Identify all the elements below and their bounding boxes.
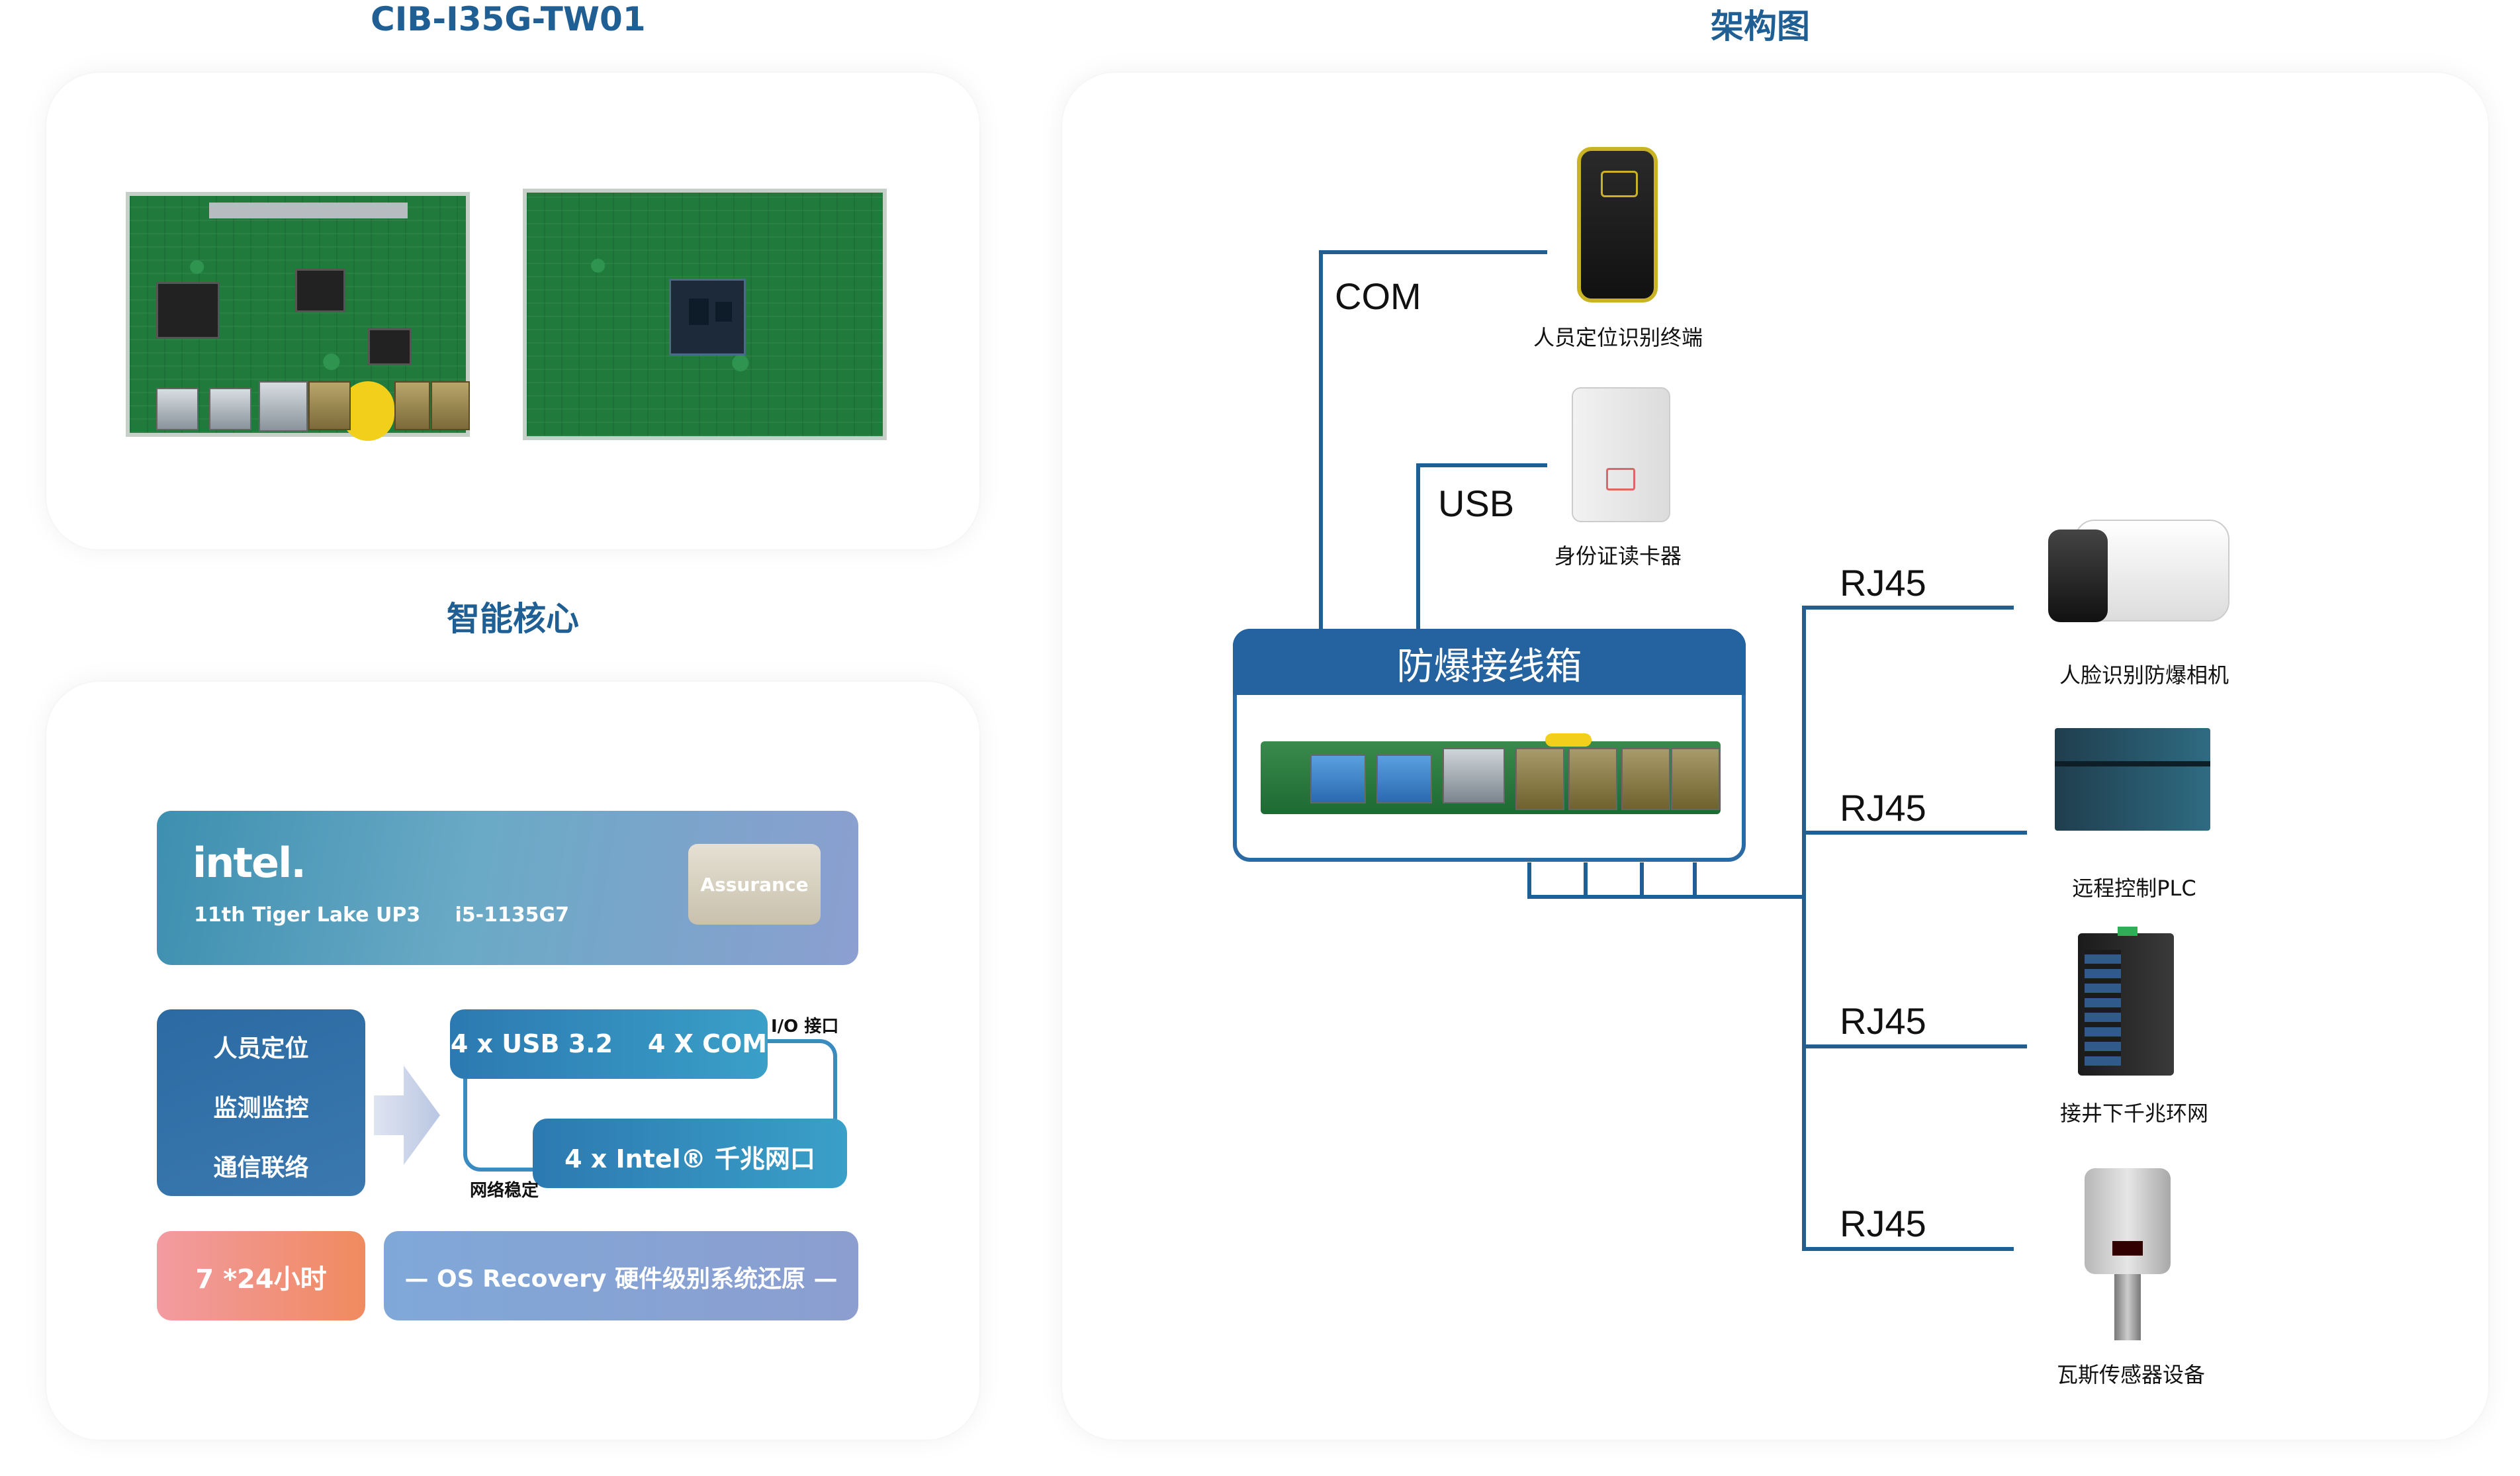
bus-line-vertical [1802, 606, 1806, 1251]
architecture-title: 架构图 [1711, 7, 1810, 46]
hub-port-line [1640, 862, 1644, 899]
locator-terminal-label: 人员定位识别终端 [1533, 325, 1703, 350]
recovery-box [384, 1231, 858, 1320]
function-box [157, 1009, 365, 1196]
com-line-vertical [1319, 250, 1323, 631]
assurance-badge [688, 844, 821, 925]
camera-image [2048, 520, 2229, 629]
com-label: COM [1335, 275, 1421, 317]
bus-line-h3 [1802, 1044, 2027, 1048]
ring-switch-label: 接井下千兆环网 [2059, 1101, 2208, 1126]
io-ports-label: 4 x USB 3.2 4 X COM [450, 1029, 768, 1058]
bus-line-h2 [1802, 831, 2027, 835]
plc-label: 远程控制PLC [2072, 876, 2196, 901]
function-item: 人员定位 [213, 1035, 309, 1062]
bus-line-h4 [1802, 1247, 2014, 1251]
io-tag: I/O 接口 [771, 1017, 839, 1037]
rj45-label: RJ45 [1840, 562, 1926, 604]
hub-port-bus [1527, 895, 1805, 899]
ring-switch-image [2078, 927, 2174, 1076]
function-item: 通信联络 [213, 1154, 309, 1181]
hub-port-line [1527, 862, 1531, 899]
uptime-label: 7 *24小时 [195, 1264, 327, 1295]
recovery-label: — OS Recovery 硬件级别系统还原 — [404, 1266, 838, 1293]
io-ports-pill [450, 1009, 768, 1079]
core-title: 智能核心 [447, 600, 579, 638]
arrow-right-icon [374, 1066, 440, 1165]
hub-port-line [1693, 862, 1697, 899]
gas-sensor-image [2085, 1148, 2171, 1340]
locator-terminal-image [1577, 147, 1658, 302]
id-reader-label: 身份证读卡器 [1554, 543, 1682, 569]
network-pill [533, 1119, 847, 1188]
hub-header [1233, 629, 1746, 695]
camera-label: 人脸识别防爆相机 [2059, 663, 2229, 688]
usb-line-horizontal [1416, 463, 1547, 467]
uptime-box [157, 1231, 365, 1320]
id-reader-image [1572, 387, 1670, 522]
network-tag: 网络稳定 [470, 1181, 539, 1201]
cpu-spec: 11th Tiger Lake UP3 i5-1135G7 [194, 903, 570, 927]
network-label: 4 x Intel® 千兆网口 [564, 1144, 815, 1174]
rj45-label: RJ45 [1840, 1000, 1926, 1042]
product-title: CIB-I35G-TW01 [371, 0, 646, 38]
usb-label: USB [1438, 483, 1515, 524]
intel-cpu-box: intel. 11th Tiger Lake UP3 i5-1135G7 Ass… [157, 811, 858, 965]
plc-image [2055, 728, 2210, 831]
rj45-label: RJ45 [1840, 787, 1926, 829]
hub-port-line [1584, 862, 1588, 899]
gas-sensor-label: 瓦斯传感器设备 [2056, 1362, 2205, 1387]
intel-logo: intel. [193, 839, 306, 887]
board-front-image [126, 192, 470, 441]
assurance-badge-label: Assurance [700, 874, 809, 896]
bus-line-h1 [1802, 606, 2014, 610]
hub-title: 防爆接线箱 [1396, 645, 1582, 688]
hub-board-image [1261, 733, 1721, 814]
board-back-image [523, 189, 887, 440]
com-line-horizontal [1319, 250, 1547, 254]
function-item: 监测监控 [213, 1095, 309, 1122]
rj45-label: RJ45 [1840, 1203, 1926, 1244]
usb-line-vertical [1416, 463, 1420, 631]
